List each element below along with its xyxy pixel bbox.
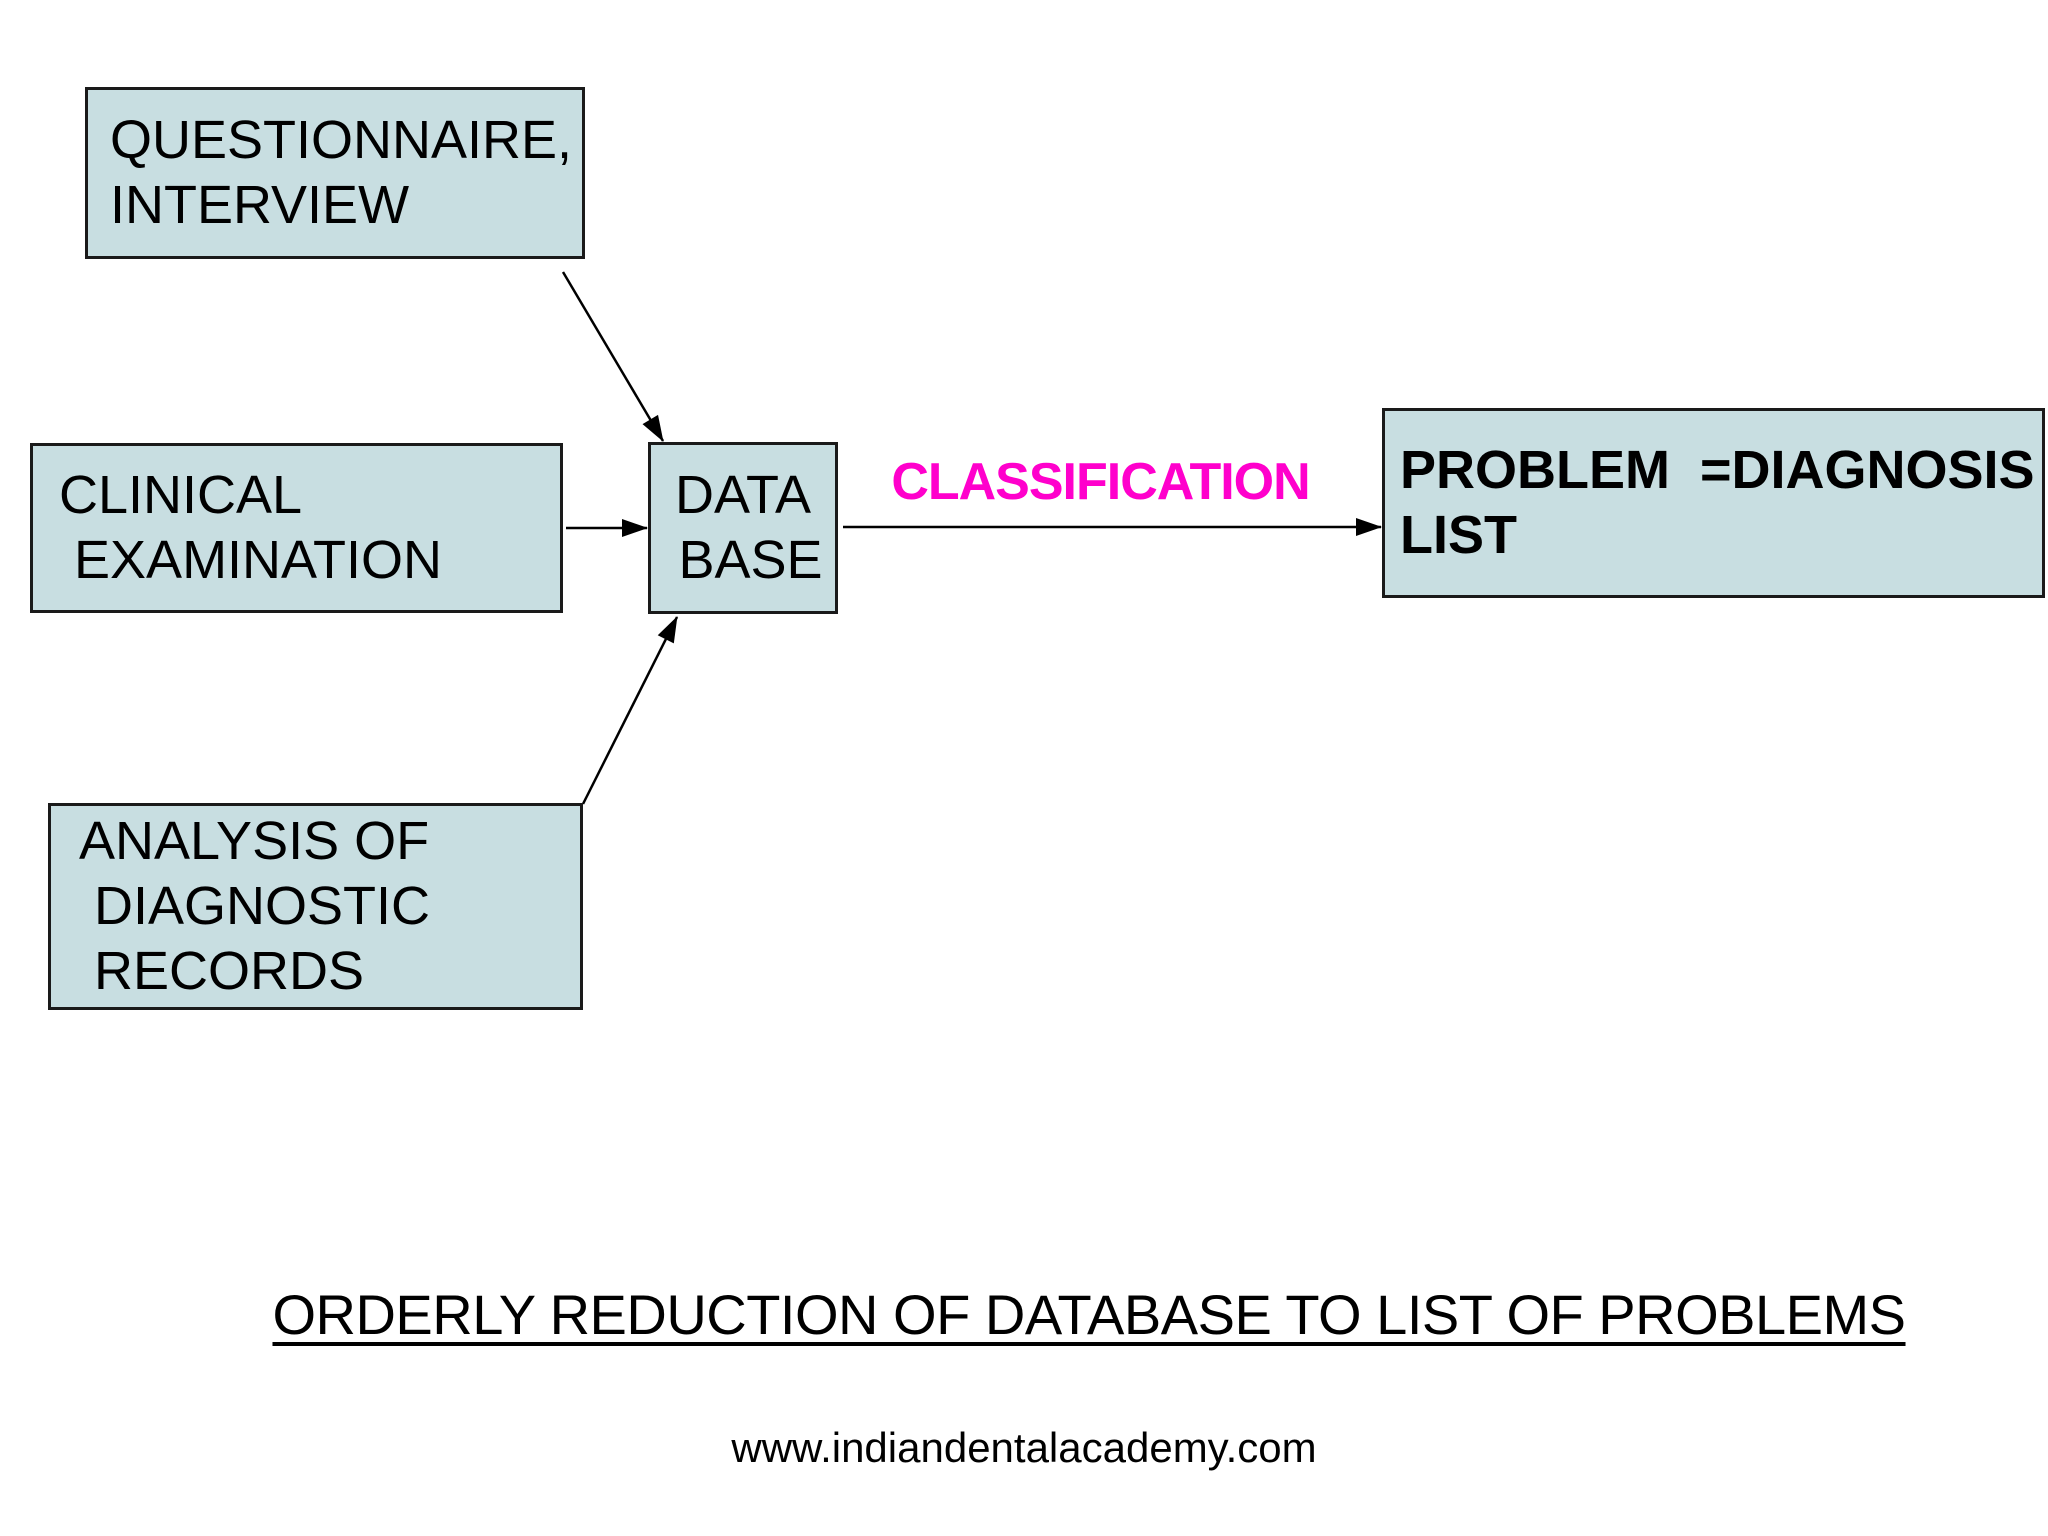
classification-arrow-label: CLASSIFICATION	[891, 453, 1310, 511]
box-questionnaire-interview: QUESTIONNAIRE, INTERVIEW	[85, 87, 585, 259]
box-database: DATA BASE	[648, 442, 838, 614]
arrow-questionnaire-to-database	[561, 271, 665, 442]
box-clinical-examination: CLINICAL EXAMINATION	[30, 443, 563, 613]
arrow-analysis-to-database	[581, 616, 679, 805]
box-problem-diagnosis-list: PROBLEM =DIAGNOSIS LIST	[1382, 408, 2045, 598]
box-analysis-of-diagnostic-records: ANALYSIS OF DIAGNOSTIC RECORDS	[48, 803, 583, 1010]
footer-website-url: www.indiandentalacademy.com	[731, 1424, 1317, 1471]
slide-caption: ORDERLY REDUCTION OF DATABASE TO LIST OF…	[272, 1283, 1906, 1346]
